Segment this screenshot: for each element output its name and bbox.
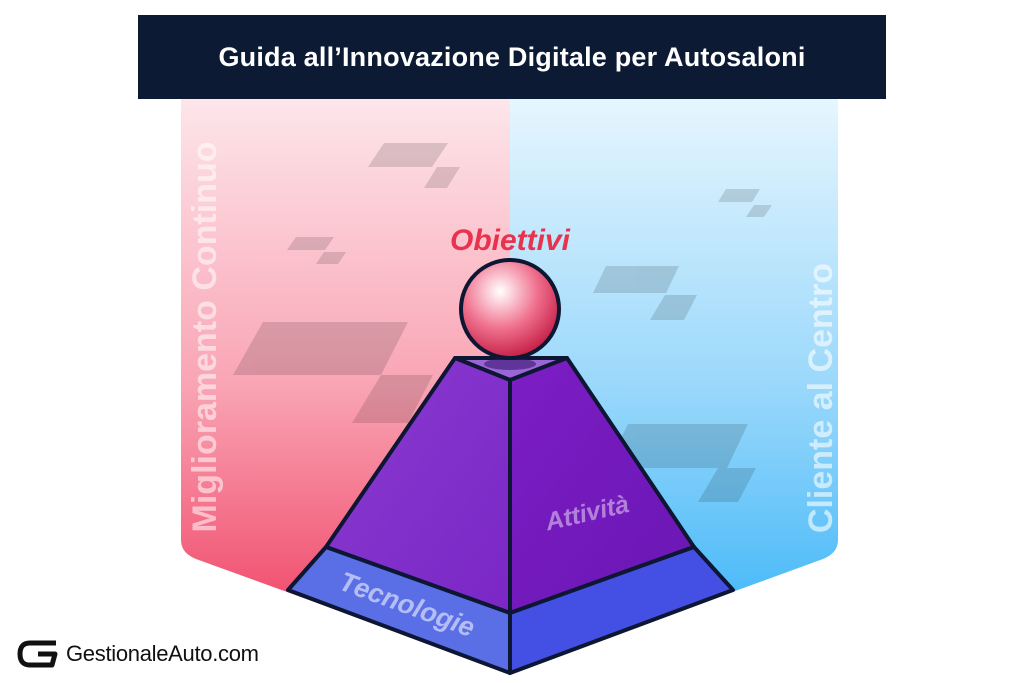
left-panel-label: Miglioramento Continuo [186,142,224,533]
title-banner: Guida all’Innovazione Digitale per Autos… [138,15,886,99]
brand-name: GestionaleAuto.com [66,641,259,666]
decorative-shapes [233,143,772,502]
objective-sphere [459,258,561,360]
objectives-label: Obiettivi [450,224,571,257]
sphere-shadow [484,358,536,370]
pyramid [286,356,735,675]
pyramid-base-right [508,545,735,675]
brand-g-icon [17,640,58,668]
right-panel-label: Cliente al Centro [802,263,840,533]
page-title: Guida all’Innovazione Digitale per Autos… [218,41,806,72]
brand-logo: GestionaleAuto.com [16,636,259,672]
